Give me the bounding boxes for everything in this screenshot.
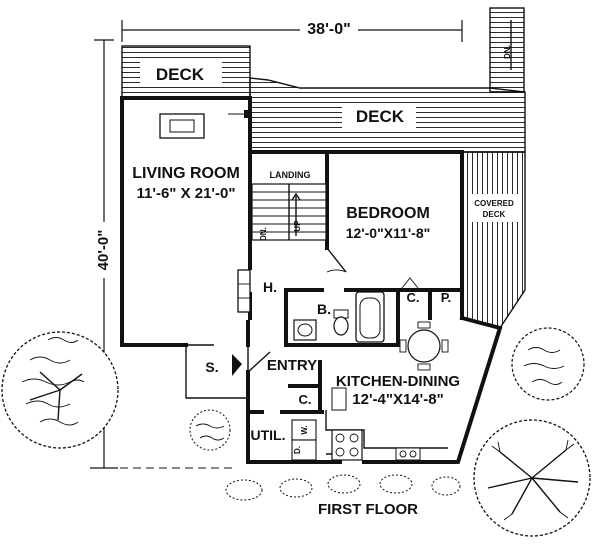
storage-arrow [232, 354, 242, 376]
interior-stair [251, 183, 327, 241]
tree-right-top [511, 327, 585, 401]
deck-main-label: DECK [356, 107, 405, 126]
pantry-label: P. [441, 290, 452, 305]
kitchen-dining-name: KITCHEN-DINING [336, 373, 460, 390]
covered-deck-label-1: COVERED [474, 199, 514, 208]
entry-door [247, 351, 271, 373]
stair-up-label: UP [293, 220, 302, 232]
covered-deck: COVERED DECK [461, 151, 526, 329]
storage-label: S. [205, 359, 218, 375]
hall-label: H. [263, 279, 277, 295]
interior-walls [246, 150, 464, 414]
landing-label: LANDING [270, 170, 311, 180]
living-room-size: 11'-6" X 21'-0" [137, 185, 236, 202]
bedroom-closet-label: C. [407, 290, 420, 305]
width-dimension: 38'-0" [121, 20, 463, 42]
washer-label: W. [300, 425, 309, 434]
kitchen-dining-size: 12'-4"X14'-8" [352, 391, 443, 408]
fireplace [237, 269, 251, 313]
closet-doors [401, 277, 419, 289]
deck-main: DECK [249, 77, 526, 153]
exterior-walls [120, 96, 503, 464]
exterior-stair-dn: DN. [503, 45, 512, 59]
covered-deck-label-2: DECK [483, 210, 506, 219]
stair-dn-label: DN. [259, 227, 268, 241]
exterior-stair: DN. [489, 7, 525, 93]
entry-closet-label: C. [299, 392, 312, 407]
deck-left: DECK [121, 45, 251, 99]
dryer-label: D. [293, 446, 302, 454]
bath-label: B. [317, 301, 331, 317]
post-marker [244, 110, 250, 118]
tree-left [1, 331, 119, 449]
dining-table [399, 321, 449, 371]
tree-right-bottom [473, 419, 591, 537]
width-dimension-label: 38'-0" [307, 21, 350, 38]
floor-caption: FIRST FLOOR [318, 501, 418, 518]
bedroom-door [326, 247, 347, 273]
shrub-left [189, 409, 231, 451]
deck-left-label: DECK [156, 65, 205, 84]
kitchen-counters [325, 387, 448, 461]
bedroom-size: 12'-0"X11'-8" [346, 225, 431, 241]
entry-label: ENTRY [267, 357, 317, 374]
coffee-table [159, 113, 205, 139]
depth-dimension-label: 40'-0" [95, 230, 112, 271]
bedroom-name: BEDROOM [346, 205, 430, 222]
utility-label: UTIL. [251, 427, 286, 443]
bath-fixtures [293, 291, 385, 343]
washer-dryer [291, 419, 317, 461]
ground-shrubs [225, 474, 461, 501]
living-room-name: LIVING ROOM [132, 165, 240, 182]
